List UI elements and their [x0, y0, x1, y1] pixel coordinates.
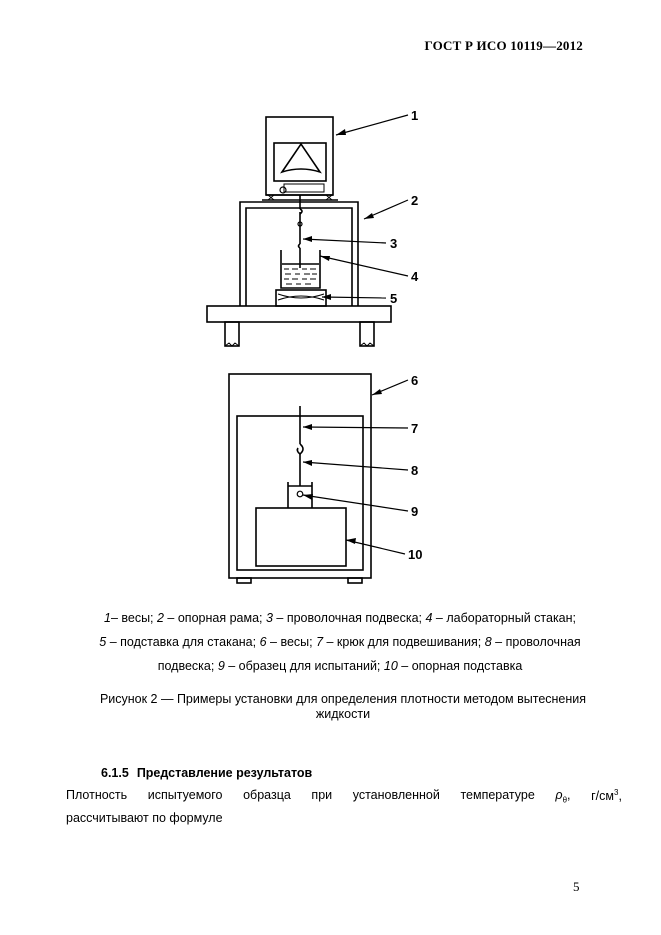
- callout-8: 8: [411, 463, 418, 478]
- callout-1: 1: [411, 108, 418, 123]
- section-title: Представление результатов: [136, 766, 313, 780]
- callout-9: 9: [411, 504, 418, 519]
- density-unit: г/см3,: [591, 788, 622, 804]
- paragraph-line-1: Плотность испытуемого образца при устано…: [66, 788, 622, 805]
- callout-10: 10: [408, 547, 422, 562]
- beaker-stand-top: [275, 289, 327, 307]
- base-table-top: [206, 305, 392, 347]
- section-heading: 6.1.5 Представление результатов: [101, 766, 312, 780]
- callout-2: 2: [411, 193, 418, 208]
- callout-4: 4: [411, 269, 419, 284]
- support-frame-top: [239, 201, 359, 306]
- wire-suspension-top: [297, 195, 303, 268]
- callout-7: 7: [411, 421, 418, 436]
- section-number: 6.1.5: [101, 766, 129, 780]
- balance-top: [262, 116, 338, 201]
- callout-5: 5: [390, 291, 397, 306]
- page-number: 5: [573, 879, 580, 894]
- density-symbol: ρθ,: [555, 788, 571, 805]
- callout-3: 3: [390, 236, 397, 251]
- balance-bottom: [228, 373, 372, 584]
- document-header: ГОСТ Р ИСО 10119—2012: [424, 38, 583, 53]
- figure-caption: Рисунок 2 — Примеры установки для опреде…: [99, 692, 587, 721]
- legend-line-1: 1– весы; 2 – опорная рама; 3 – проволочн…: [103, 611, 577, 625]
- figure-legend: 1– весы; 2 – опорная рама; 3 – проволочн…: [60, 606, 620, 678]
- legend-line-2: 5 – подставка для стакана; 6 – весы; 7 –…: [99, 635, 581, 649]
- hook-wire-bottom: [296, 406, 304, 486]
- callout-6: 6: [411, 373, 418, 388]
- apparatus-figure: 1 2 3 4 5 6 7 8 9 10: [206, 108, 422, 584]
- paragraph-line-2: рассчитывают по формуле: [66, 811, 223, 825]
- legend-line-3: подвеска; 9 – образец для испытаний; 10 …: [157, 659, 523, 673]
- beaker-top: [280, 250, 321, 289]
- support-stand-bottom: [255, 507, 347, 567]
